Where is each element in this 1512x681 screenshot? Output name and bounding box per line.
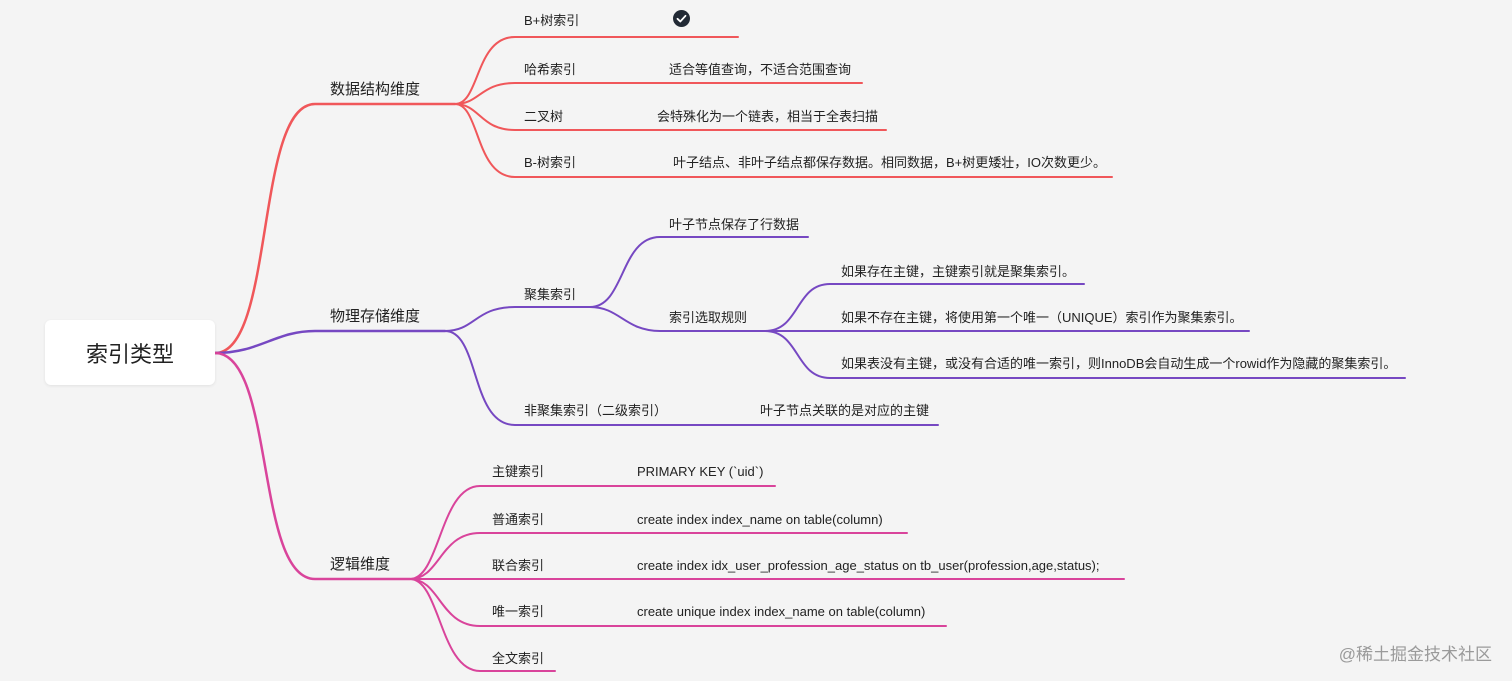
node-rule-1[interactable]: 如果存在主键，主键索引就是聚集索引。 bbox=[841, 264, 1076, 279]
watermark: @稀土掘金技术社区 bbox=[1338, 645, 1492, 664]
note-binary-tree: 会特殊化为一个链表，相当于全表扫描 bbox=[657, 109, 879, 124]
node-secondary[interactable]: 非聚集索引（二级索引） bbox=[524, 403, 668, 418]
node-data-structure[interactable]: 数据结构维度 bbox=[330, 81, 421, 98]
node-logical[interactable]: 逻辑维度 bbox=[330, 556, 391, 573]
connector-root-data-structure bbox=[213, 102, 457, 355]
connector-lg-primary bbox=[409, 485, 776, 580]
node-physical[interactable]: 物理存储维度 bbox=[330, 308, 421, 325]
node-unique-index[interactable]: 唯一索引 bbox=[492, 604, 545, 619]
note-primary-index: PRIMARY KEY (`uid`) bbox=[637, 464, 764, 479]
connector-cl-rules bbox=[589, 306, 766, 332]
node-rule-2[interactable]: 如果不存在主键，将使用第一个唯一（UNIQUE）索引作为聚集索引。 bbox=[841, 310, 1243, 325]
node-rule-3[interactable]: 如果表没有主键，或没有合适的唯一索引，则InnoDB会自动生成一个rowid作为… bbox=[841, 356, 1397, 371]
node-clustered-rules[interactable]: 索引选取规则 bbox=[669, 310, 748, 325]
note-secondary: 叶子节点关联的是对应的主键 bbox=[760, 403, 930, 418]
connector-ph-clustered bbox=[444, 306, 591, 332]
connector-lg-normal bbox=[409, 532, 908, 580]
node-hash[interactable]: 哈希索引 bbox=[524, 62, 577, 77]
connector-root-physical bbox=[213, 329, 447, 355]
node-fulltext-index[interactable]: 全文索引 bbox=[492, 651, 545, 666]
note-unique-index: create unique index index_name on table(… bbox=[637, 604, 926, 619]
note-normal-index: create index index_name on table(column) bbox=[637, 512, 883, 527]
root-label: 索引类型 bbox=[85, 341, 174, 367]
node-primary-index[interactable]: 主键索引 bbox=[492, 464, 545, 479]
connector-ds-btree bbox=[454, 103, 1113, 178]
note-btree: 叶子结点、非叶子结点都保存数据。相同数据，B+树更矮壮，IO次数更少。 bbox=[673, 155, 1106, 170]
connector-rule-1 bbox=[764, 283, 1085, 332]
connector-ph-secondary bbox=[444, 330, 939, 426]
root-node[interactable]: 索引类型 bbox=[45, 320, 215, 385]
node-composite-index[interactable]: 联合索引 bbox=[492, 558, 545, 573]
node-btree-plus[interactable]: B+树索引 bbox=[524, 13, 580, 28]
connector-lg-fulltext bbox=[409, 578, 556, 672]
note-hash: 适合等值查询，不适合范围查询 bbox=[669, 62, 852, 77]
node-clustered-leaf[interactable]: 叶子节点保存了行数据 bbox=[669, 217, 800, 232]
connector-ds-hash bbox=[454, 82, 863, 105]
check-circle-icon bbox=[673, 10, 690, 27]
connector-cl-leaf bbox=[589, 236, 809, 308]
connector-ds-binary bbox=[454, 103, 887, 131]
node-normal-index[interactable]: 普通索引 bbox=[492, 512, 545, 527]
note-composite-index: create index idx_user_profession_age_sta… bbox=[637, 558, 1100, 573]
node-binary-tree[interactable]: 二叉树 bbox=[524, 109, 564, 124]
node-clustered[interactable]: 聚集索引 bbox=[524, 287, 577, 302]
connector-lg-unique bbox=[409, 578, 947, 627]
connector-ds-btree-plus bbox=[454, 36, 739, 105]
node-btree[interactable]: B-树索引 bbox=[524, 155, 577, 170]
connector-rule-3 bbox=[764, 330, 1406, 379]
connector-root-logical bbox=[213, 351, 412, 581]
